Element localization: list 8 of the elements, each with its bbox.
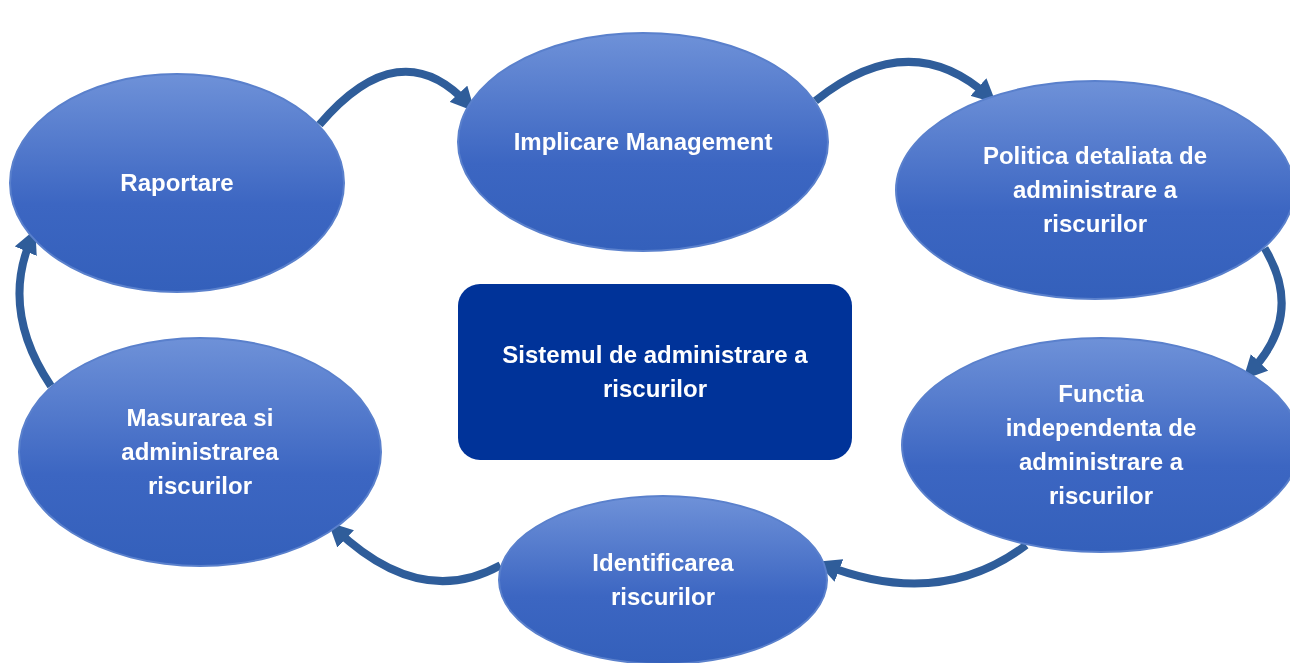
node-label: Politica detaliata de administrare a riscurilor: [981, 141, 1209, 239]
center-box: [458, 284, 852, 460]
node-label: Implicare Management: [513, 127, 773, 157]
node-label: Functia independenta de administrare a riscurilor: [1004, 379, 1198, 511]
node-label: Raportare: [120, 168, 234, 198]
node-label: Sistemul de administrare a riscurilor: [501, 340, 809, 404]
node-label: Masurarea si administrarea riscurilor: [120, 403, 280, 501]
node-label: Identificarea riscurilor: [591, 548, 735, 612]
